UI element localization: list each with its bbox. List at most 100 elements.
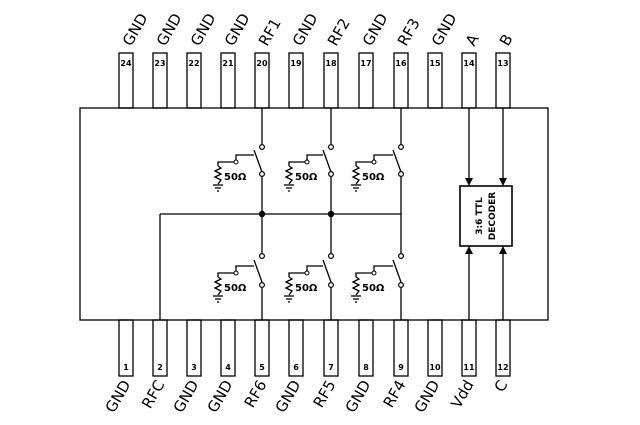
switch-contact xyxy=(259,171,266,178)
pin-number: 22 xyxy=(188,59,199,68)
pin-label: GND xyxy=(204,377,237,416)
termination-50-ohm: 50Ω xyxy=(351,265,393,303)
pin-number: 24 xyxy=(120,59,132,68)
pin-14: 14A xyxy=(461,30,483,109)
pin-label: B xyxy=(496,31,517,49)
pin-13: 13B xyxy=(495,31,517,109)
termination-label: 50Ω xyxy=(224,172,247,183)
pin-number: 8 xyxy=(363,363,369,372)
node-circle xyxy=(233,270,239,276)
pin-number: 20 xyxy=(256,59,268,68)
pin-label: GND xyxy=(102,377,135,416)
switch-blade xyxy=(322,259,332,283)
top-pin-row: 24GND23GND22GND21GND20RF119GND18RF217GND… xyxy=(118,10,517,109)
pin-label: GND xyxy=(272,377,305,416)
termination-label: 50Ω xyxy=(362,283,385,294)
pin-15: 15 GND xyxy=(427,10,461,109)
pin-label: GND xyxy=(289,10,322,49)
node-circle xyxy=(304,159,310,165)
termination-label: 50Ω xyxy=(295,172,318,183)
pin-label: RF2 xyxy=(324,15,354,49)
resistor-icon xyxy=(213,276,223,296)
pin-12: 12C xyxy=(491,319,511,395)
termination-50-ohm: 50Ω xyxy=(213,265,254,303)
switch-contact xyxy=(328,253,335,260)
pin-label: RF4 xyxy=(380,377,410,411)
pin-label: GND xyxy=(170,377,203,416)
switch-contact xyxy=(398,282,405,289)
pin-number: 3 xyxy=(191,363,197,372)
pin-number: 15 xyxy=(429,59,441,68)
pin-number: 6 xyxy=(293,363,299,372)
pin-number: 23 xyxy=(154,59,165,68)
switch-contact xyxy=(398,253,405,260)
pin-23: 23 GND xyxy=(152,10,186,109)
pin-label: RF1 xyxy=(255,15,285,49)
termination-50-ohm: 50Ω xyxy=(284,265,323,303)
switch-blade xyxy=(392,259,402,283)
termination-label: 50Ω xyxy=(295,283,318,294)
terminations: 50Ω 50Ω 50Ω 50Ω 50Ω 50Ω xyxy=(213,154,393,303)
pin-label: GND xyxy=(428,10,461,49)
switch-contact xyxy=(259,282,266,289)
pin-number: 2 xyxy=(157,363,163,372)
arrow-up-icon xyxy=(465,246,473,254)
switch-contact xyxy=(328,171,335,178)
ic-package xyxy=(79,107,549,321)
pin-number: 10 xyxy=(429,363,441,372)
resistor-icon xyxy=(351,165,361,185)
switch-contact xyxy=(259,253,266,260)
switch-blade xyxy=(253,259,263,283)
pin-20: 20 RF1 xyxy=(254,15,285,109)
node-circle xyxy=(371,270,377,276)
termination-50-ohm: 50Ω xyxy=(351,154,393,192)
pin-label: GND xyxy=(342,377,375,416)
pin-number: 12 xyxy=(497,363,508,372)
pin-label: RFC xyxy=(138,377,168,412)
pin-number: 5 xyxy=(259,363,265,372)
termination-label: 50Ω xyxy=(224,283,247,294)
pin-19: 19 GND xyxy=(288,10,322,109)
termination-label: 50Ω xyxy=(362,172,385,183)
decoder-label-line2: DECODER xyxy=(488,192,498,240)
resistor-icon xyxy=(284,165,294,185)
resistor-icon xyxy=(351,276,361,296)
pin-number: 21 xyxy=(222,59,234,68)
pin-label: GND xyxy=(153,10,186,49)
pin-number: 14 xyxy=(463,59,475,68)
pin-number: 11 xyxy=(463,363,475,372)
switch-blade xyxy=(322,149,332,173)
arrow-down-icon xyxy=(499,178,507,186)
node-circle xyxy=(233,159,239,165)
arrow-down-icon xyxy=(465,178,473,186)
internal-wiring xyxy=(159,108,507,320)
pin-22: 22 GND xyxy=(186,10,220,109)
node-circle xyxy=(371,159,377,165)
pin-number: 19 xyxy=(290,59,302,68)
pin-label: GND xyxy=(411,377,444,416)
junction-dot xyxy=(258,210,266,218)
switch-contact xyxy=(259,144,266,151)
switch-blade xyxy=(392,149,402,173)
pin-label: GND xyxy=(221,10,254,49)
pin-number: 7 xyxy=(328,363,334,372)
switch-contact xyxy=(328,282,335,289)
decoder-block: 3:6 TTL DECODER xyxy=(459,185,513,247)
resistor-icon xyxy=(284,276,294,296)
pin-21: 21 GND xyxy=(220,10,254,109)
arrow-up-icon xyxy=(499,246,507,254)
pin-label: GND xyxy=(187,10,220,49)
pin-label: GND xyxy=(359,10,392,49)
termination-50-ohm: 50Ω xyxy=(284,154,323,192)
